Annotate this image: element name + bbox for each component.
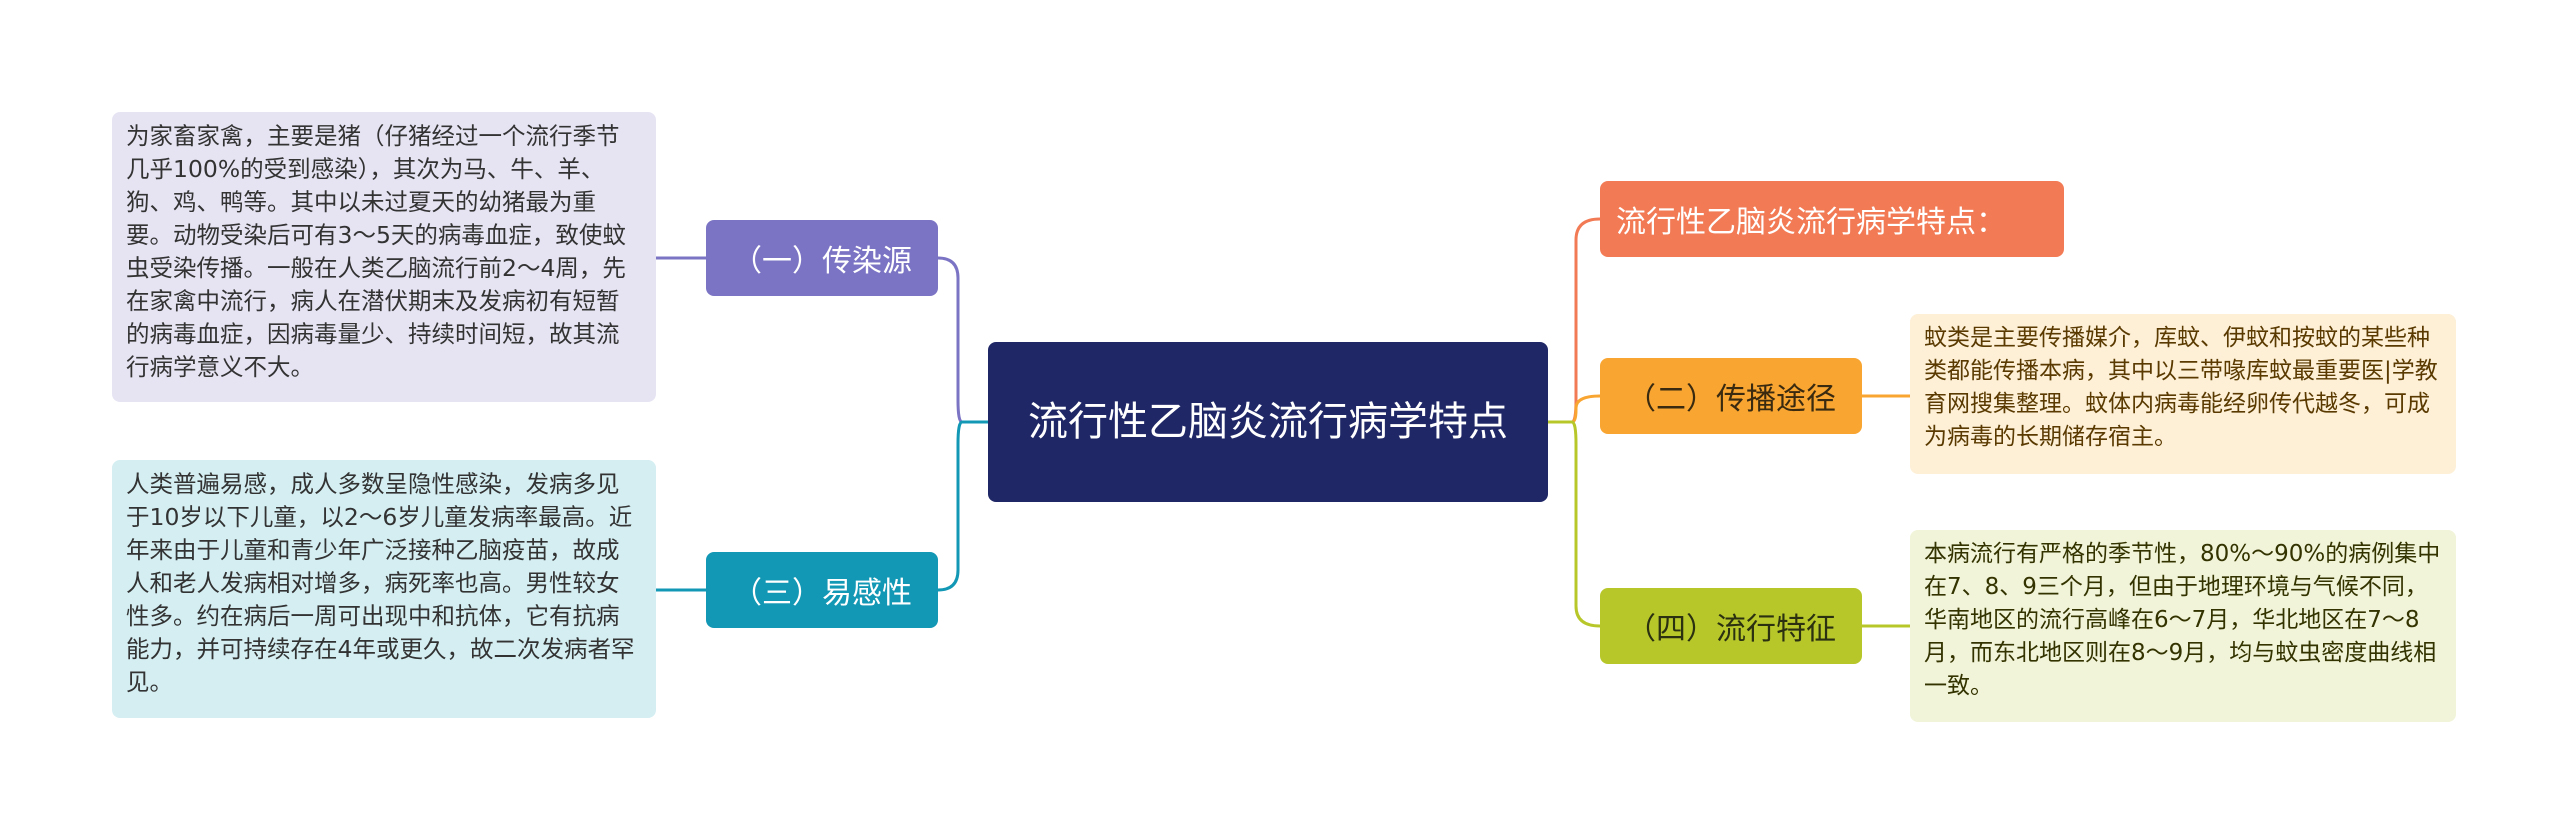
branch-susceptible-label: （三）易感性 xyxy=(732,576,912,611)
epidemic-detail[interactable]: 本病流行有严格的季节性，80%～90%的病例集中在7、8、9三个月，但由于地理环… xyxy=(1910,530,2456,722)
central-topic-label: 流行性乙脑炎流行病学特点 xyxy=(1028,399,1508,445)
branch-features[interactable]: 流行性乙脑炎流行病学特点： xyxy=(1600,181,2064,257)
source-detail[interactable]: 为家畜家禽，主要是猪（仔猪经过一个流行季节几乎100%的受到感染），其次为马、牛… xyxy=(112,112,656,402)
route-detail-text: 蚊类是主要传播媒介，库蚊、伊蚊和按蚊的某些种类都能传播本病，其中以三带喙库蚊最重… xyxy=(1924,325,2438,450)
branch-source[interactable]: （一）传染源 xyxy=(706,220,938,296)
branch-source-label: （一）传染源 xyxy=(732,244,912,279)
source-detail-text: 为家畜家禽，主要是猪（仔猪经过一个流行季节几乎100%的受到感染），其次为马、牛… xyxy=(126,122,626,381)
branch-features-label: 流行性乙脑炎流行病学特点： xyxy=(1616,205,2006,240)
branch-route-label: （二）传播途径 xyxy=(1626,382,1836,417)
link-center-route xyxy=(1548,394,1601,424)
route-detail[interactable]: 蚊类是主要传播媒介，库蚊、伊蚊和按蚊的某些种类都能传播本病，其中以三带喙库蚊最重… xyxy=(1910,314,2456,474)
susceptible-detail[interactable]: 人类普遍易感，成人多数呈隐性感染，发病多见于10岁以下儿童，以2～6岁儿童发病率… xyxy=(112,460,656,718)
branch-epidemic-label: （四）流行特征 xyxy=(1626,612,1836,647)
branch-route[interactable]: （二）传播途径 xyxy=(1600,358,1862,434)
susceptible-detail-text: 人类普遍易感，成人多数呈隐性感染，发病多见于10岁以下儿童，以2～6岁儿童发病率… xyxy=(126,470,635,696)
epidemic-detail-text: 本病流行有严格的季节性，80%～90%的病例集中在7、8、9三个月，但由于地理环… xyxy=(1924,541,2441,699)
branch-susceptible[interactable]: （三）易感性 xyxy=(706,552,938,628)
link-center-features xyxy=(1548,217,1601,424)
central-topic[interactable]: 流行性乙脑炎流行病学特点 xyxy=(988,342,1548,502)
link-center-source xyxy=(937,256,988,424)
link-center-epidemic xyxy=(1548,420,1601,628)
branch-epidemic[interactable]: （四）流行特征 xyxy=(1600,588,1862,664)
link-center-susceptible xyxy=(937,420,988,592)
